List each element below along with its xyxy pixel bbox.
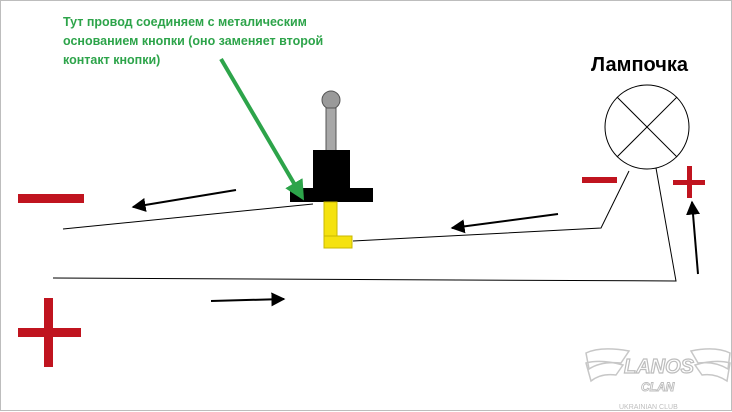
ground-wire [62,203,314,230]
bulb-positive-icon [673,166,705,198]
bulb-icon [604,84,690,170]
button-to-bulb-wire [352,170,630,242]
arrow-up-right [686,200,701,275]
logo-word: LANOS [624,356,695,378]
logo-tagline: UKRAINIAN CLUB [619,404,678,411]
annotation-pointer-arrow [219,57,305,201]
arrow-middle-left [450,213,559,234]
positive-terminal-icon [18,298,81,367]
bulb-negative-icon [582,177,617,183]
annotation-text: Тут провод соединяем с металическим осно… [63,15,324,67]
arrow-bottom-right [210,292,286,307]
logo-sub: CLAN [641,380,675,394]
bulb-label: Лампочка [591,54,688,76]
arrow-upper-left [131,189,237,212]
positive-wire [52,167,677,282]
lanos-clan-logo: LANOS CLAN UKRAINIAN CLUB [585,348,731,411]
push-button-icon [290,90,373,249]
negative-terminal-icon [18,194,84,203]
